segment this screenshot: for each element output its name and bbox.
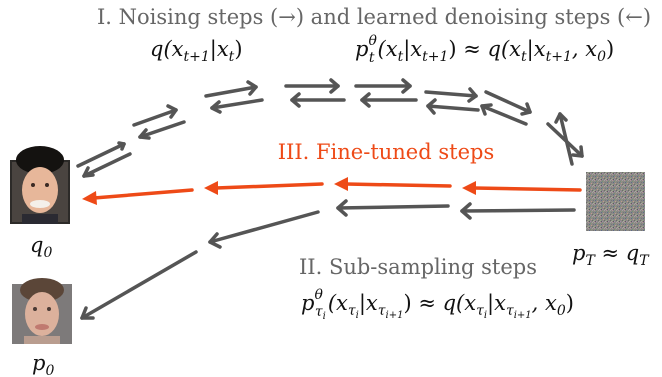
arrow-pair-7: [480, 90, 532, 126]
subsampling-arrow-2: [336, 199, 450, 217]
subsampling-arrows: [80, 199, 576, 320]
finetuned-arrow-4: [82, 188, 194, 205]
finetuned-arrow-1: [462, 181, 582, 195]
arrow-pair-5: [354, 78, 418, 108]
finetuned-arrow-3: [204, 181, 324, 195]
arrow-pair-3: [204, 80, 264, 114]
p0-face-image: [12, 278, 72, 344]
arrow-pair-2: [132, 104, 186, 140]
arrow-pair-6: [424, 87, 480, 115]
p0-label: p0: [32, 351, 54, 377]
pT-label: pT ≈ qT: [572, 241, 650, 269]
finetuned-arrows: [82, 177, 582, 205]
pT-noise-image: [586, 172, 645, 231]
subsampling-arrow-3: [208, 210, 320, 249]
arrow-pair-1: [76, 141, 132, 178]
finetuned-arrow-2: [334, 177, 452, 191]
forward-q-formula: q(xt+1|xt): [150, 37, 243, 65]
noising-denoising-arrows: [76, 78, 584, 178]
q0-face-image: [10, 146, 70, 224]
subsampling-arrow-1: [460, 202, 576, 220]
subsampling-heading: II. Sub-sampling steps: [299, 255, 537, 279]
q0-label: q0: [30, 233, 52, 261]
arrow-pair-4: [284, 78, 346, 108]
subsampling-arrow-4: [80, 250, 198, 320]
noising-heading: I. Noising steps (→) and learned denoisi…: [97, 5, 651, 29]
arrow-pair-8: [546, 112, 584, 166]
finetuned-heading: III. Fine-tuned steps: [278, 140, 494, 164]
